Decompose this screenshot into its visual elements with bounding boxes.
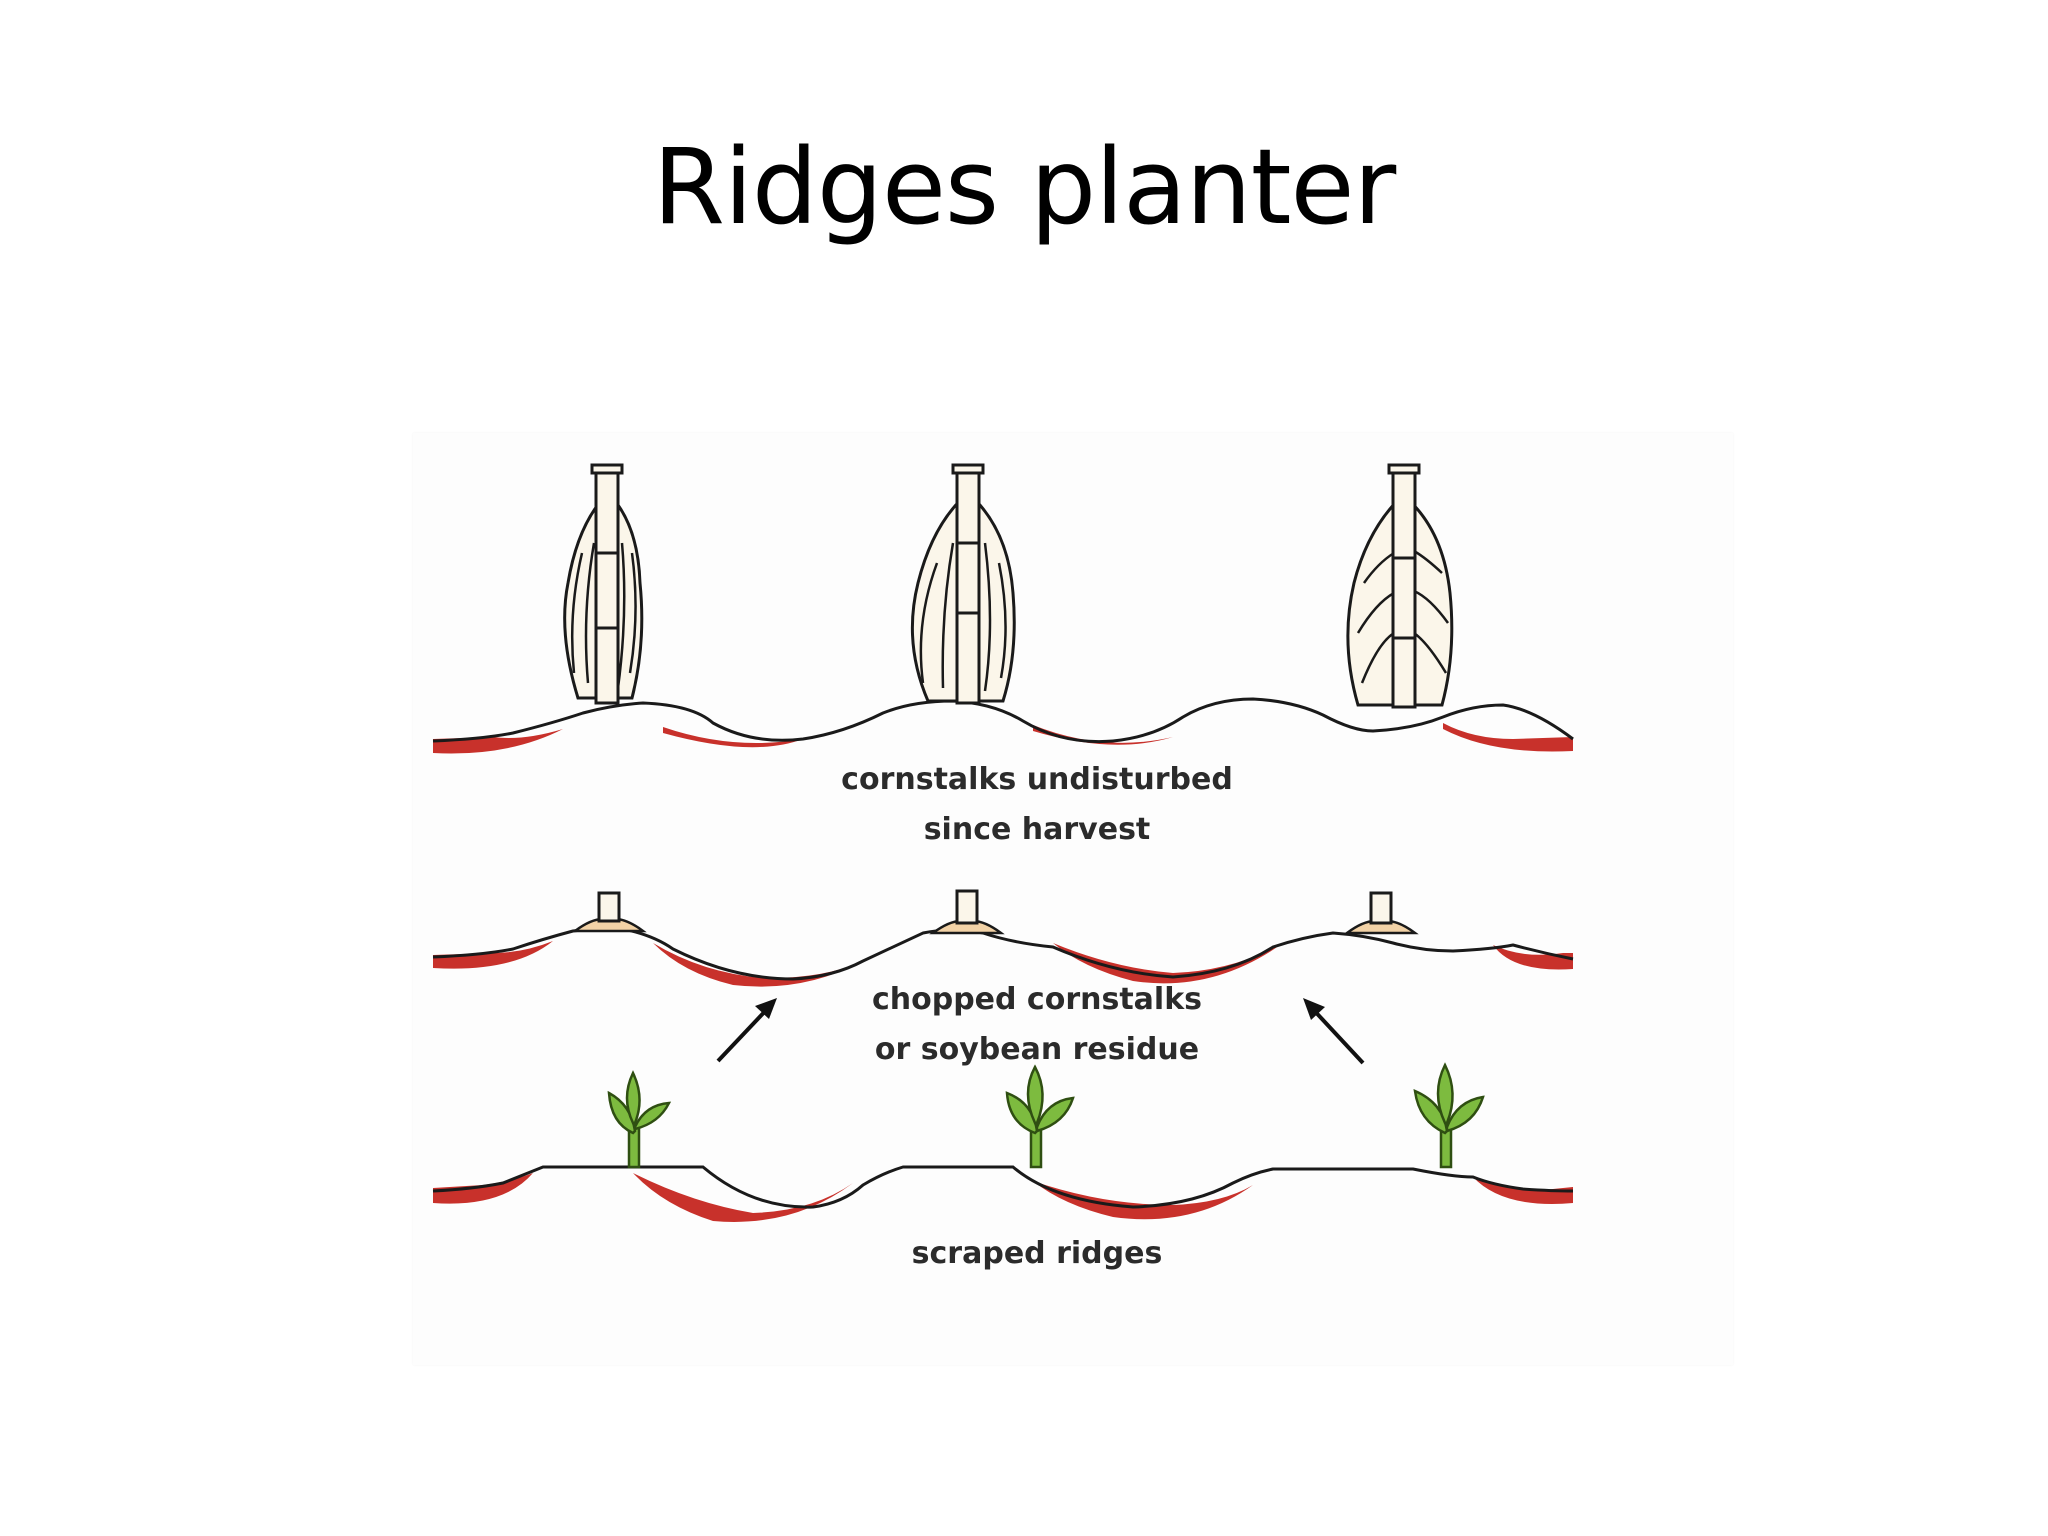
stalk-stub-icon xyxy=(929,889,1005,935)
residue-band xyxy=(433,729,563,754)
arrow-icon xyxy=(716,998,777,1063)
residue-band xyxy=(1033,725,1173,745)
stage-2-chopped xyxy=(432,889,1574,1065)
residue-band xyxy=(1033,1181,1253,1220)
residue-band xyxy=(1053,943,1283,984)
ridge-tillage-diagram: cornstalks undisturbed since harvest cho… xyxy=(413,433,1733,1365)
caption-line: or soybean residue xyxy=(874,1032,1200,1067)
caption-stage-3: scraped ridges xyxy=(757,1229,1317,1279)
seedling-icon xyxy=(607,1070,672,1169)
cornstalk-icon xyxy=(910,463,1016,705)
caption-line: cornstalks undisturbed xyxy=(841,762,1233,797)
arrow-icon xyxy=(1303,998,1365,1065)
caption-line: scraped ridges xyxy=(911,1236,1163,1271)
ridge-profile xyxy=(432,697,1574,744)
diagram-canvas xyxy=(432,463,1574,1222)
residue-band xyxy=(653,943,863,987)
caption-stage-1: cornstalks undisturbed since harvest xyxy=(757,755,1317,855)
ridge-profile xyxy=(432,1165,1574,1209)
caption-line: since harvest xyxy=(923,812,1151,847)
slide-title: Ridges planter xyxy=(652,126,1397,248)
seedling-icon xyxy=(1005,1064,1075,1169)
stalk-stub-icon xyxy=(571,891,647,933)
residue-band xyxy=(633,1173,853,1222)
seedling-icon xyxy=(1413,1062,1485,1169)
cornstalk-icon xyxy=(563,463,644,705)
stalk-stub-icon xyxy=(1343,891,1419,935)
stage-1-cornstalks xyxy=(432,463,1574,754)
residue-band xyxy=(1493,945,1573,970)
ridge-profile xyxy=(432,926,1574,981)
stage-3-scraped xyxy=(432,1062,1574,1222)
residue-band xyxy=(1443,723,1573,752)
residue-band xyxy=(663,727,803,748)
residue-band xyxy=(433,941,553,969)
cornstalk-icon xyxy=(1346,463,1454,709)
caption-line: chopped cornstalks xyxy=(871,982,1203,1017)
caption-stage-2: chopped cornstalks or soybean residue xyxy=(757,975,1317,1075)
